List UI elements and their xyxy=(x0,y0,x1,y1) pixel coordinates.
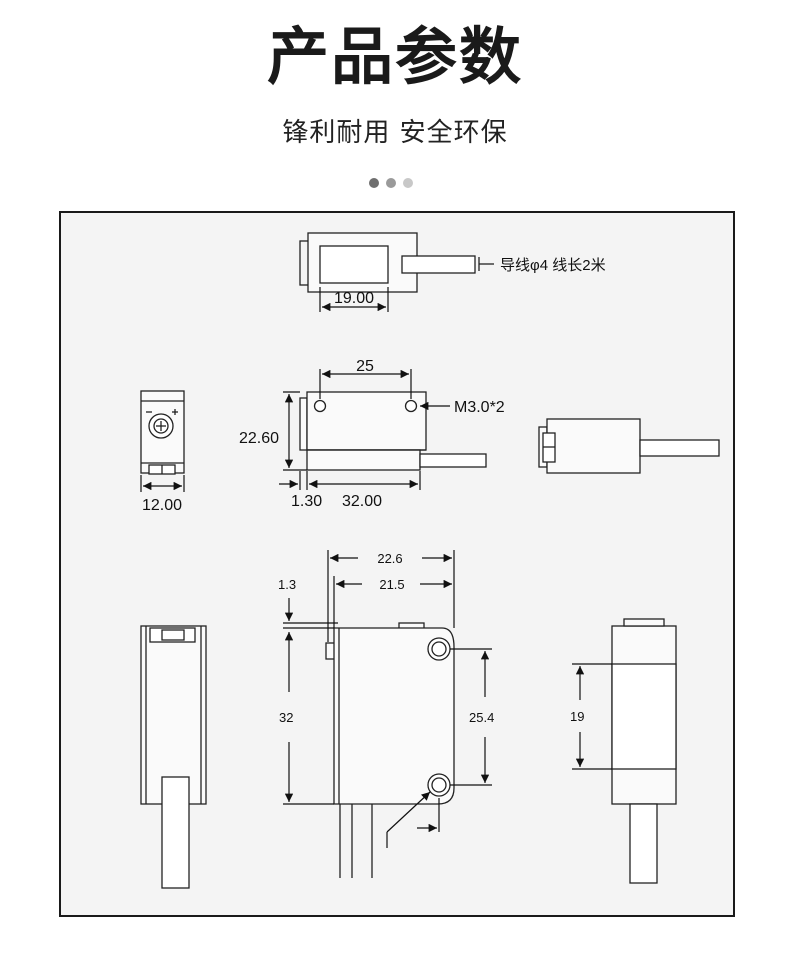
carousel-indicator xyxy=(369,178,413,190)
side-view-center xyxy=(325,622,455,878)
height-label: 32 xyxy=(279,710,293,725)
dim-32 xyxy=(283,632,334,805)
hole-note: M3.0*2 xyxy=(454,399,505,416)
window-height-label: 19 xyxy=(570,709,584,724)
mount-hole xyxy=(313,399,327,413)
top-view-cable xyxy=(401,255,476,274)
front-height-label: 22.60 xyxy=(239,430,279,447)
carousel-dot[interactable] xyxy=(369,178,379,188)
dim-25-4 xyxy=(450,648,492,786)
front-offset-label: 1.30 xyxy=(291,493,322,510)
right-end-view xyxy=(538,418,720,474)
page-title: 产品参数 xyxy=(266,20,523,93)
side-view-cable xyxy=(161,776,190,889)
dim-1-3 xyxy=(283,598,338,629)
body-width-label: 21.5 xyxy=(379,577,404,592)
top-view-window xyxy=(319,245,389,284)
front-length-label: 32.00 xyxy=(342,493,382,510)
front-view xyxy=(299,391,487,471)
overall-width-label: 22.6 xyxy=(377,551,402,566)
mount-hole xyxy=(404,399,418,413)
side-view-right xyxy=(611,618,677,884)
carousel-dot[interactable] xyxy=(403,178,413,188)
dim-21-5 xyxy=(333,576,452,628)
side-view-left xyxy=(140,625,207,889)
hole-spacing-label: 25 xyxy=(356,358,374,375)
end-view xyxy=(140,390,185,475)
dimension-drawing: 导线φ4 线长2米 19.00 12.00 xyxy=(59,211,735,917)
dim-32-00 xyxy=(279,471,421,490)
top-view xyxy=(299,232,494,293)
technical-drawing-svg: 导线φ4 线长2米 19.00 12.00 xyxy=(140,232,720,889)
carousel-dot[interactable] xyxy=(386,178,396,188)
front-view-cable xyxy=(419,453,487,468)
dim-12 xyxy=(140,475,185,492)
top-width-label: 19.00 xyxy=(334,290,374,307)
hole-pitch-label: 25.4 xyxy=(469,710,494,725)
side-view-cable xyxy=(629,803,658,884)
dim-22-60 xyxy=(283,391,307,471)
dim-22-6 xyxy=(327,550,455,642)
page-subtitle: 锋利耐用 安全环保 xyxy=(282,118,508,148)
dim-25 xyxy=(319,369,412,399)
dim-19-window xyxy=(572,663,612,770)
end-width-label: 12.00 xyxy=(142,497,182,514)
hole-leader-bottom xyxy=(386,791,431,833)
cable-note: 导线φ4 线长2米 xyxy=(500,257,606,274)
dim-19 xyxy=(319,287,389,312)
right-view-cable xyxy=(639,439,720,457)
step-label: 1.3 xyxy=(278,577,296,592)
